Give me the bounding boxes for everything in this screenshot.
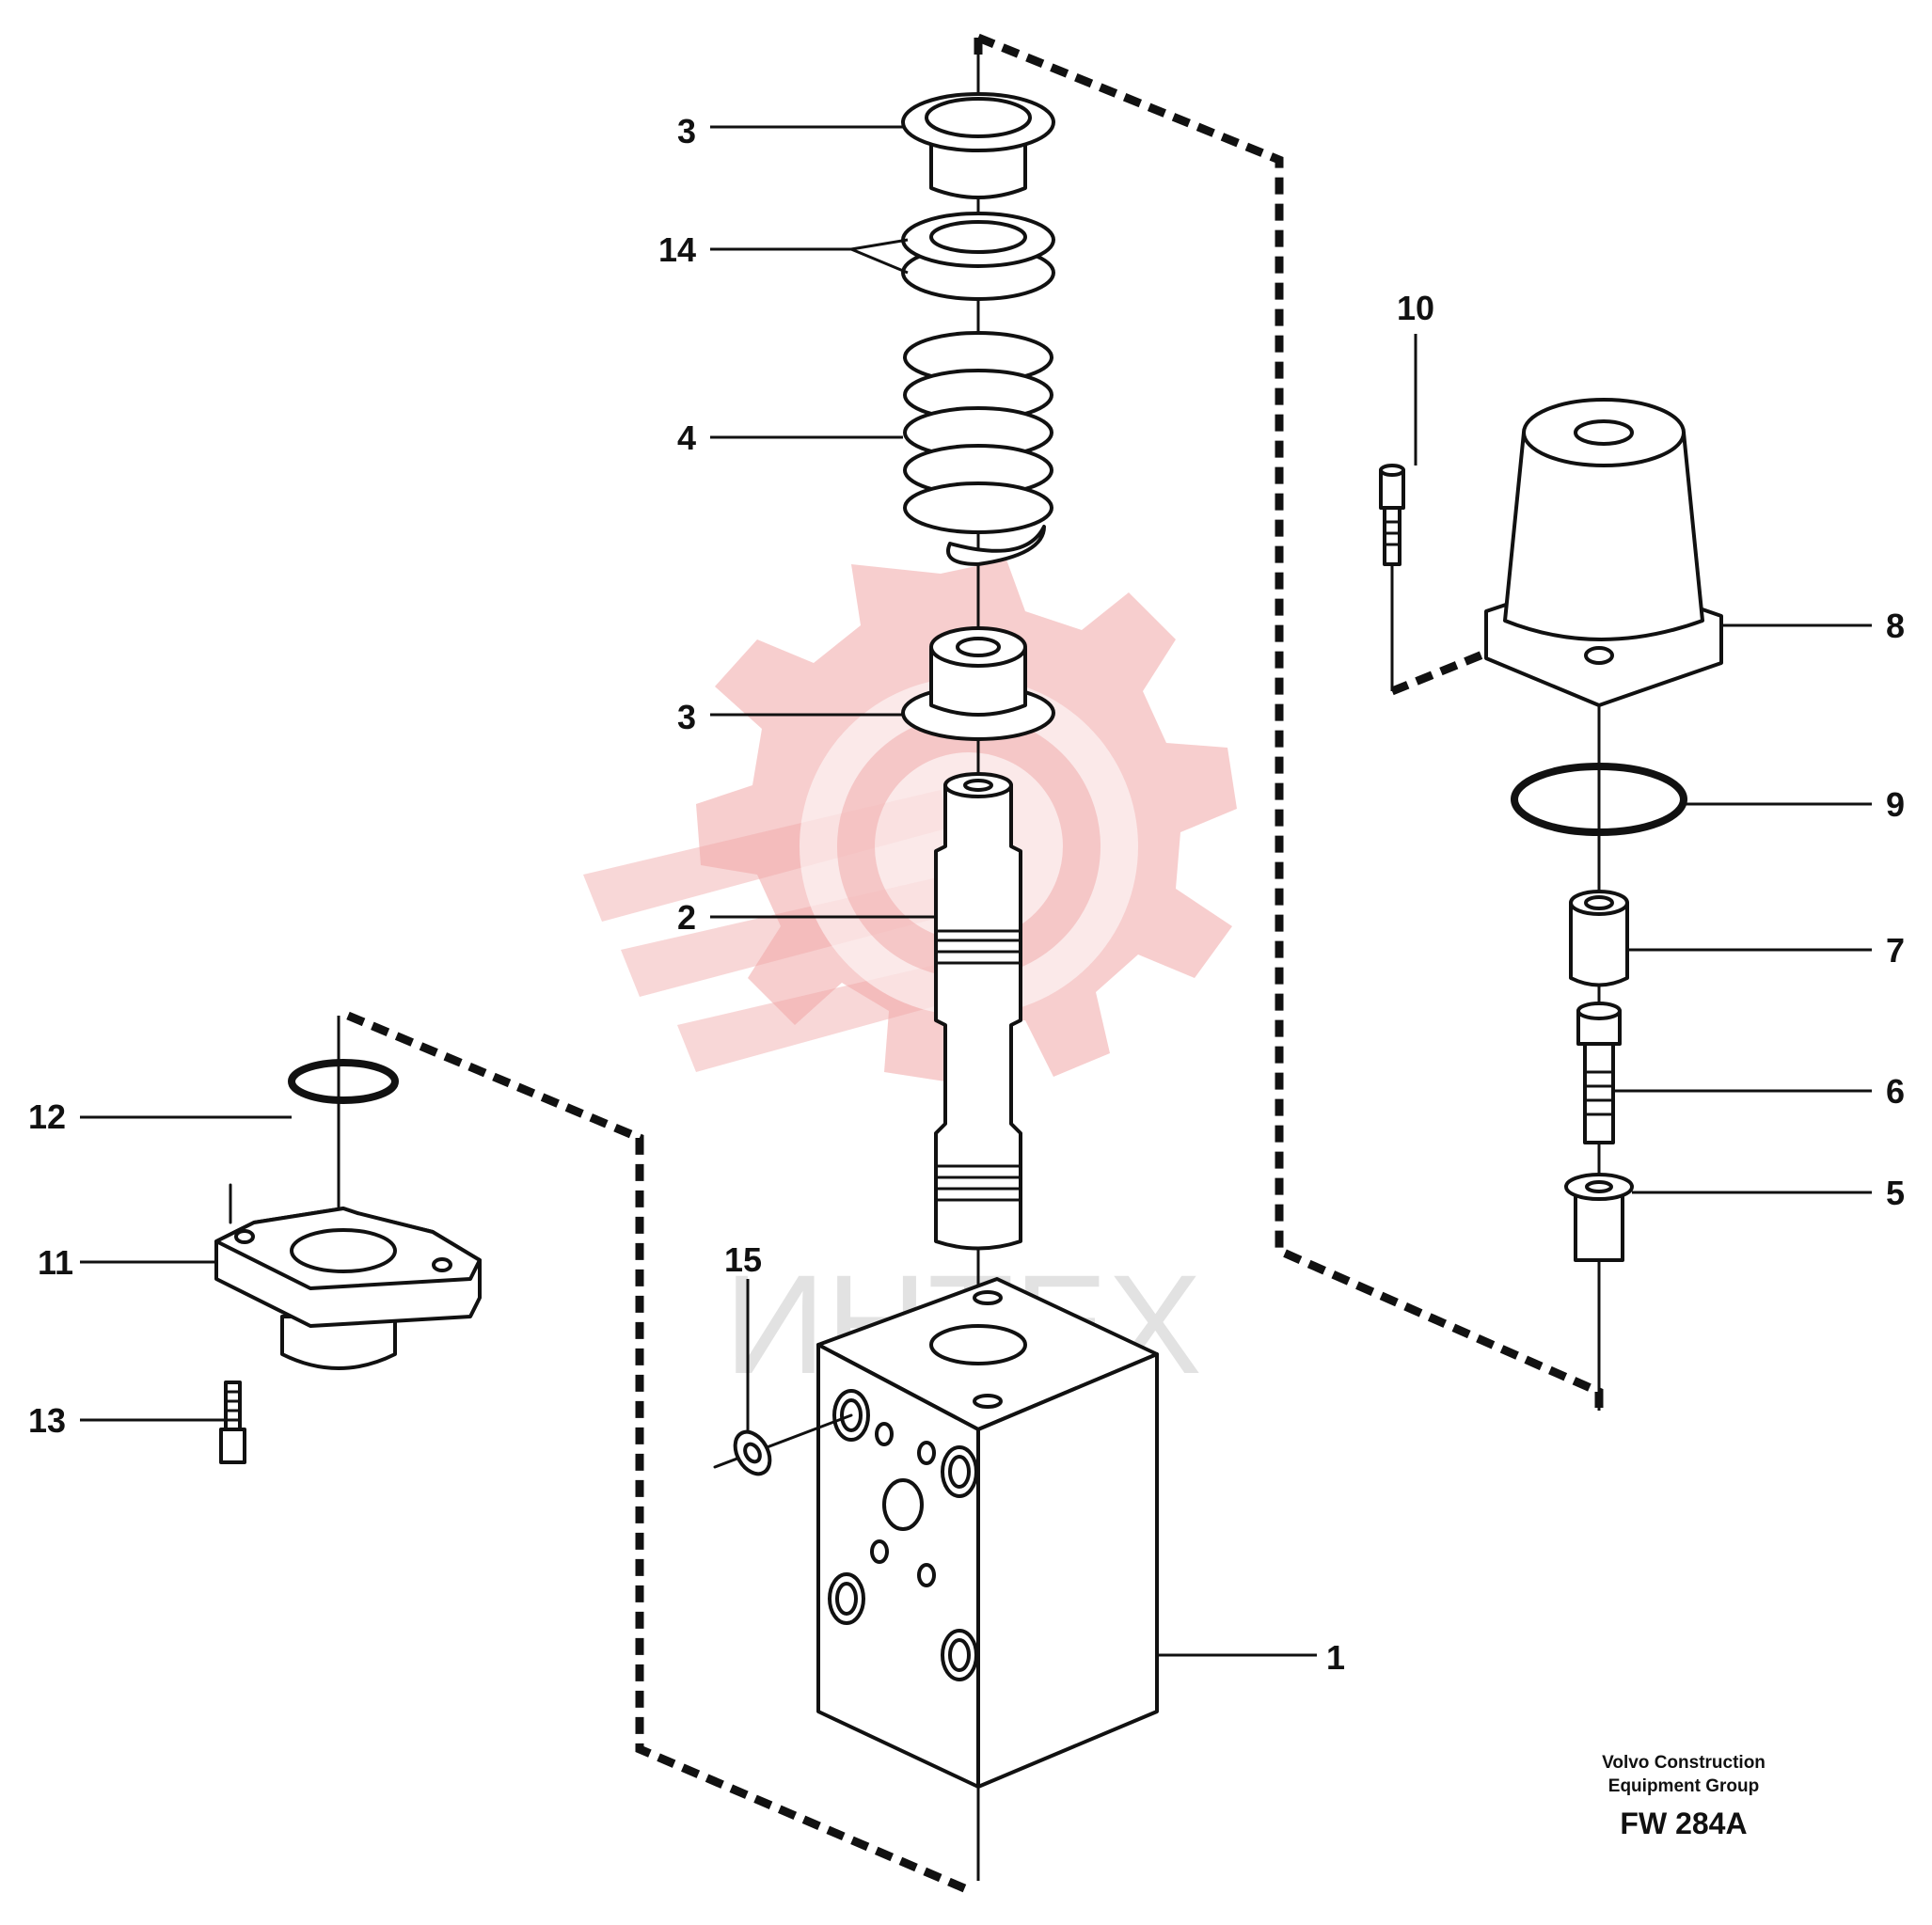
part-13-screw[interactable] (219, 1381, 246, 1464)
label-part-7: 7 (1886, 931, 1905, 970)
part-10-cap-screw[interactable] (1379, 464, 1405, 566)
footer-company-line1: Volvo Construction (1602, 1753, 1766, 1773)
part-15-washer[interactable] (713, 1413, 853, 1480)
part-14-washers[interactable] (901, 212, 1055, 301)
part-2-spool[interactable] (934, 772, 1022, 1251)
part-11-flange[interactable] (214, 1207, 482, 1370)
part-4-spring[interactable] (903, 331, 1053, 566)
part-8-cover[interactable] (1484, 398, 1723, 707)
part-12-o-ring[interactable] (288, 1059, 399, 1104)
part-3-top-bushing[interactable] (901, 92, 1055, 199)
label-part-2: 2 (677, 898, 696, 937)
part-1-valve-body[interactable] (816, 1277, 1159, 1789)
part-6-screw[interactable] (1576, 1002, 1622, 1144)
part-3-spring-seat[interactable] (901, 626, 1055, 741)
label-part-8: 8 (1886, 607, 1905, 645)
label-part-4: 4 (677, 418, 696, 457)
footer-drawing-code: FW 284A (1620, 1807, 1747, 1840)
label-part-3-top: 3 (677, 112, 696, 150)
label-part-5: 5 (1886, 1174, 1905, 1212)
part-7-sleeve[interactable] (1569, 890, 1629, 987)
label-part-3-middle: 3 (677, 698, 696, 736)
footer-company-line2: Equipment Group (1608, 1776, 1759, 1796)
label-part-10: 10 (1397, 289, 1434, 327)
label-part-14: 14 (658, 230, 696, 269)
label-part-6: 6 (1886, 1072, 1905, 1111)
label-part-1: 1 (1326, 1638, 1345, 1677)
part-9-o-ring[interactable] (1511, 763, 1687, 836)
label-part-12: 12 (28, 1097, 66, 1136)
assembly-dashed-line-left (346, 1011, 971, 1895)
label-part-9: 9 (1886, 785, 1905, 824)
label-part-11: 11 (38, 1243, 73, 1282)
label-part-15: 15 (724, 1240, 762, 1279)
label-part-13: 13 (28, 1401, 66, 1440)
part-5-bushing[interactable] (1564, 1173, 1634, 1262)
